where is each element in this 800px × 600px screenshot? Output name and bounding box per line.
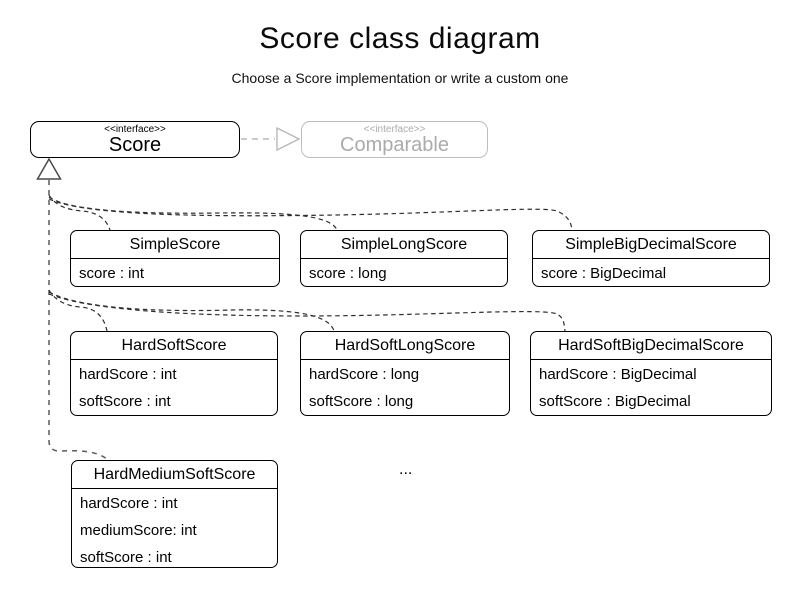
class-attribute: softScore : BigDecimal <box>539 393 691 410</box>
class-box-simplescore: SimpleScore score : int <box>70 230 280 287</box>
comparable-name: Comparable <box>340 133 449 156</box>
page-title: Score class diagram <box>259 22 541 55</box>
class-title: SimpleScore <box>71 231 279 259</box>
class-box-hardmediumsoftscore: HardMediumSoftScore hardScore : int medi… <box>71 460 278 568</box>
class-box-hardsoftscore: HardSoftScore hardScore : int softScore … <box>70 331 278 416</box>
interface-box-score: <<interface>> Score <box>30 121 240 158</box>
class-attribute: score : int <box>79 265 145 282</box>
edge-simplebigdecimalscore <box>48 198 573 231</box>
comparable-stereotype: <<interface>> <box>363 123 426 135</box>
class-attribute: softScore : int <box>79 393 171 410</box>
class-title: HardSoftBigDecimalScore <box>531 332 771 360</box>
comparable-arrowhead-icon <box>276 126 301 152</box>
edge-simplescore <box>48 194 111 231</box>
class-attribute: softScore : long <box>309 393 414 410</box>
realization-arrowhead-icon <box>36 157 62 180</box>
class-attribute: score : long <box>309 265 387 282</box>
class-attribute: hardScore : int <box>79 366 177 383</box>
class-attribute: hardScore : long <box>309 366 420 383</box>
edge-simplelongscore <box>48 196 338 231</box>
class-attribute: mediumScore: int <box>80 522 197 539</box>
score-name: Score <box>108 133 162 156</box>
edge-hardmediumsoftscore <box>48 180 109 461</box>
class-title: HardSoftLongScore <box>301 332 509 360</box>
class-box-simplebigdecimalscore: SimpleBigDecimalScore score : BigDecimal <box>532 230 770 287</box>
page-subtitle: Choose a Score implementation or write a… <box>231 70 569 86</box>
edge-hardsoftscore <box>48 289 108 332</box>
edge-hardsoftbigdecimalscore <box>48 293 566 332</box>
class-box-hardsoftbigdecimalscore: HardSoftBigDecimalScore hardScore : BigD… <box>530 331 772 416</box>
class-box-simplelongscore: SimpleLongScore score : long <box>300 230 508 287</box>
class-title: HardMediumSoftScore <box>72 461 277 489</box>
class-title: SimpleBigDecimalScore <box>533 231 769 259</box>
class-title: HardSoftScore <box>71 332 277 360</box>
edge-hardsoftlongscore <box>48 291 335 332</box>
interface-box-comparable: <<interface>> Comparable <box>301 121 488 158</box>
class-attribute: hardScore : BigDecimal <box>539 366 697 383</box>
class-attribute: score : BigDecimal <box>541 265 667 282</box>
score-stereotype: <<interface>> <box>104 123 166 135</box>
class-box-hardsoftlongscore: HardSoftLongScore hardScore : long softS… <box>300 331 510 416</box>
class-attribute: hardScore : int <box>80 495 178 512</box>
class-attribute: softScore : int <box>80 549 172 566</box>
class-title: SimpleLongScore <box>301 231 507 259</box>
more-implementations-ellipsis: ... <box>399 461 413 478</box>
